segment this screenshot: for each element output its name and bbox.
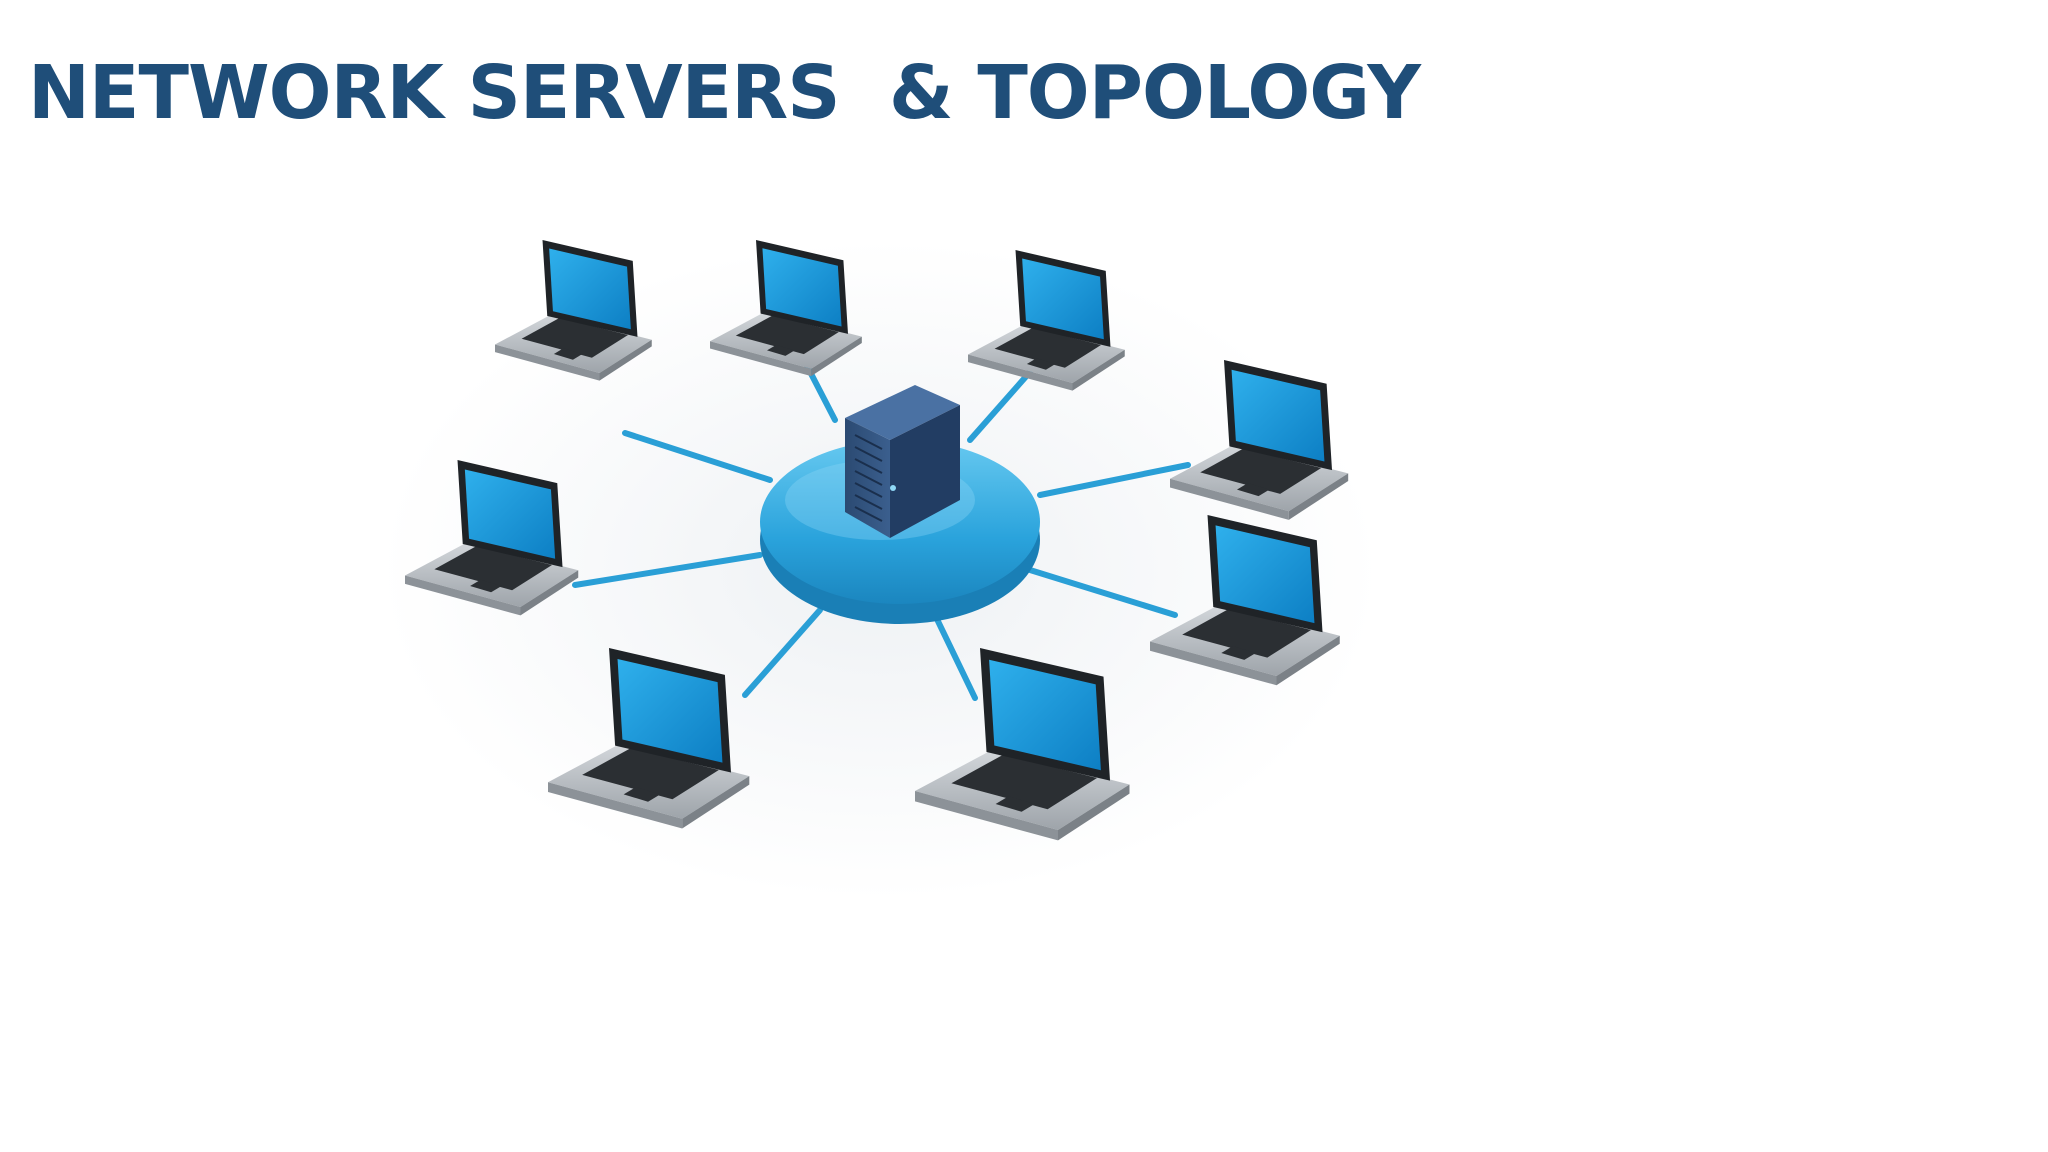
network-links [572,359,1191,701]
slide-title: NETWORK SERVERS & TOPOLOGY [28,50,1421,136]
link-4 [1027,567,1178,618]
link-6 [742,607,823,698]
link-5 [932,612,978,701]
link-7 [572,552,763,588]
link-8 [622,430,773,483]
link-2 [967,369,1033,443]
server-tower-icon [845,385,960,538]
link-3 [1037,462,1191,498]
